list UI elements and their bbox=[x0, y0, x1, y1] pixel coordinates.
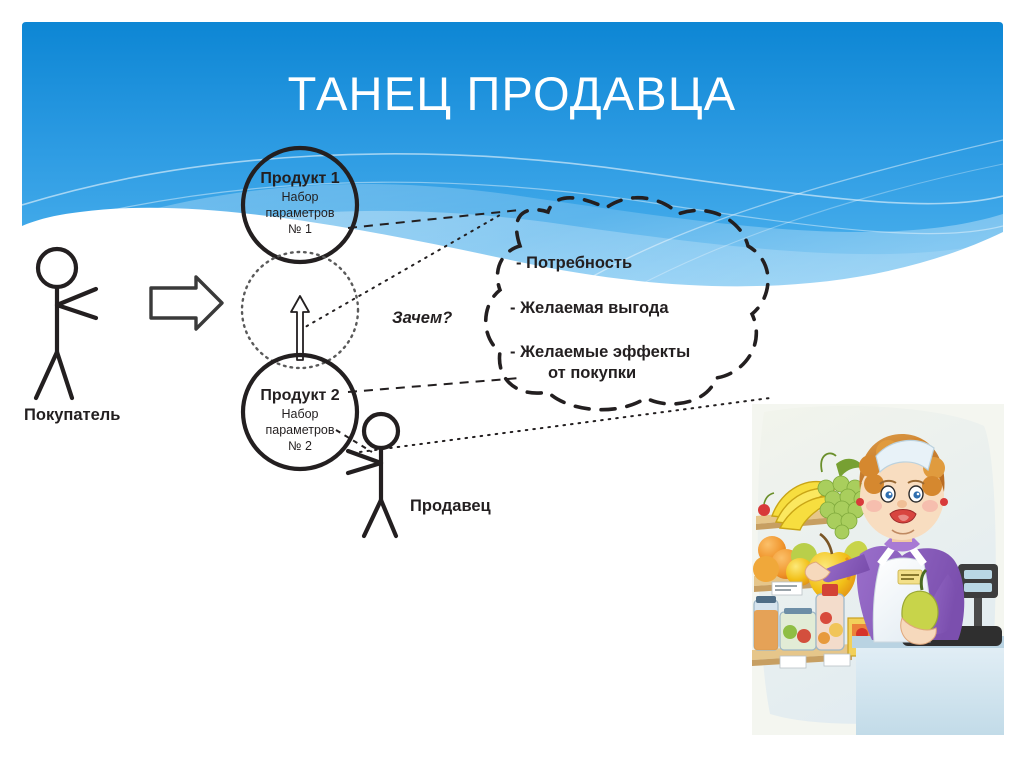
product-1-title: Продукт 1 bbox=[260, 170, 339, 187]
photo-jar-2 bbox=[779, 608, 817, 651]
product-2-line1: Набор bbox=[281, 407, 318, 421]
product-2-node: Продукт 2 Набор параметров № 2 bbox=[240, 352, 360, 472]
blob-item-3: от покупки bbox=[548, 364, 636, 382]
photo-apple-small bbox=[786, 558, 814, 586]
connector-product1 bbox=[347, 209, 521, 229]
buyer-arm-upper bbox=[54, 286, 99, 308]
center-dotted-node bbox=[240, 250, 360, 370]
right-arrow-icon bbox=[149, 275, 224, 331]
photo-jar-1 bbox=[753, 596, 779, 651]
blob-item-0: - Потребность bbox=[516, 254, 632, 272]
connector-seller bbox=[359, 397, 771, 453]
product-2-circle bbox=[240, 352, 360, 472]
seller-leg-left bbox=[361, 497, 384, 539]
buyer-figure bbox=[33, 246, 99, 401]
seller-arm-upper bbox=[345, 448, 384, 466]
background-blue-panel bbox=[22, 22, 1003, 287]
up-arrow-icon bbox=[290, 295, 310, 361]
seller-arm-lower bbox=[345, 460, 384, 476]
center-dotted-circle bbox=[240, 250, 360, 370]
seller-leg-right bbox=[378, 497, 399, 539]
blob-item-1: - Желаемая выгода bbox=[510, 299, 669, 317]
needs-blob: - Потребность - Желаемая выгода - Желаем… bbox=[484, 195, 770, 412]
connector-seller-product2 bbox=[335, 429, 373, 453]
product-1-line2: параметров bbox=[265, 206, 334, 220]
product-2-title: Продукт 2 bbox=[260, 387, 339, 404]
photo-jar-3 bbox=[815, 584, 845, 651]
shopkeeper-illustration bbox=[752, 404, 1004, 735]
buyer-label: Покупатель bbox=[24, 406, 120, 424]
product-1-circle bbox=[240, 145, 360, 265]
buyer-leg-right bbox=[54, 349, 75, 401]
product-2-line2: параметров bbox=[265, 423, 334, 437]
photo-orange-3 bbox=[753, 556, 779, 582]
product-2-line3: № 2 bbox=[288, 439, 312, 453]
page-title: ТАНЕЦ ПРОДАВЦА bbox=[287, 67, 737, 120]
product-1-line3: № 1 bbox=[288, 222, 312, 236]
seller-figure bbox=[345, 411, 401, 539]
seller-head bbox=[361, 411, 401, 451]
why-label: Зачем? bbox=[392, 309, 452, 327]
background-wave-accents bbox=[22, 139, 1003, 300]
photo-price-tag-1 bbox=[771, 581, 803, 596]
photo-cherry bbox=[758, 504, 770, 516]
connector-lines bbox=[299, 209, 771, 453]
buyer-leg-left bbox=[33, 349, 60, 401]
seller-label: Продавец bbox=[410, 497, 491, 515]
connector-product2 bbox=[347, 377, 521, 393]
product-1-node: Продукт 1 Набор параметров № 1 bbox=[240, 145, 360, 265]
buyer-arm-lower bbox=[54, 302, 99, 321]
photo-counter bbox=[852, 636, 1004, 735]
photo-price-tag-2 bbox=[779, 653, 851, 669]
buyer-head bbox=[35, 246, 79, 290]
blob-item-2: - Желаемые эффекты bbox=[510, 343, 690, 361]
product-1-line1: Набор bbox=[281, 190, 318, 204]
photo-seller bbox=[804, 434, 965, 645]
photo-grapes bbox=[817, 452, 871, 540]
connector-center-up bbox=[299, 214, 501, 331]
